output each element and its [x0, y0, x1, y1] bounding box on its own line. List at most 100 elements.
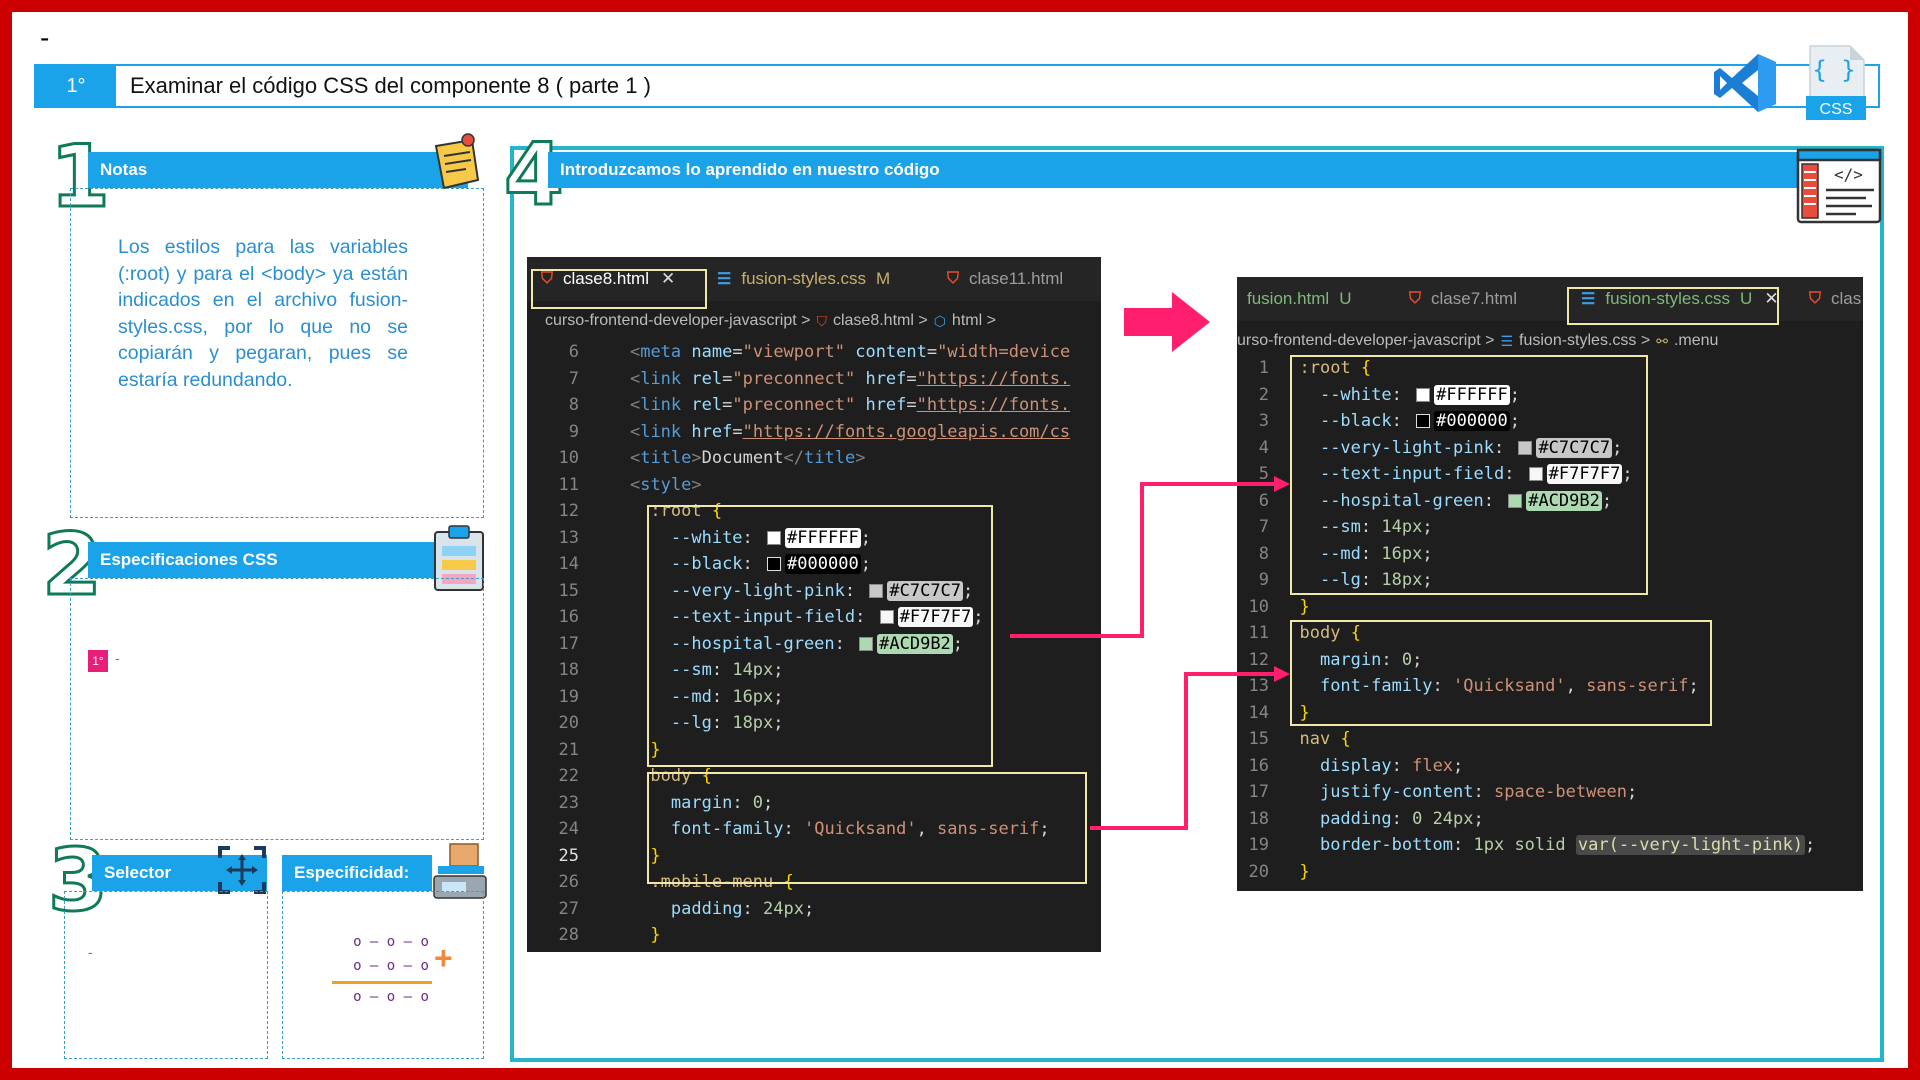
code-line: 17 --hospital-green: #ACD9B2; [558, 633, 964, 654]
html-icon: ⛉ [1809, 290, 1822, 307]
code-line: 7 <link rel="preconnect" href="https://f… [568, 368, 1071, 389]
specificity-row-1: o – o – o [353, 934, 429, 950]
css-icon: ☰ [1500, 332, 1514, 349]
selector-box [64, 891, 268, 1059]
breadcrumb-node[interactable]: html [951, 312, 983, 329]
code-line: 1 :root { [1258, 358, 1372, 378]
code-line: 27 padding: 24px; [558, 898, 815, 919]
code-line: 25 } [558, 845, 661, 866]
element-icon: ⬡ [933, 312, 946, 329]
svg-text:</>: </> [1834, 165, 1863, 184]
code-line: 19 border-bottom: 1px solid var(--very-l… [1248, 835, 1816, 855]
breadcrumb: urso-frontend-developer-javascript >☰ fu… [1237, 329, 1863, 353]
tab-label: clase7.html [1431, 289, 1517, 308]
code-title: Introduzcamos lo aprendido en nuestro có… [560, 160, 940, 179]
code-header: Introduzcamos lo aprendido en nuestro có… [548, 152, 1838, 188]
breadcrumb: curso-frontend-developer-javascript >⛉ c… [527, 309, 1101, 333]
editor-right: fusion.html U ⛉ clase7.html ☰ fusion-sty… [1237, 277, 1863, 891]
code-line: 28 } [558, 925, 661, 945]
tab-fusion-styles[interactable]: ☰ fusion-styles.css U ✕ [1581, 277, 1779, 321]
notes-header: Notas [88, 152, 468, 188]
code-line: 14 --black: #000000; [558, 554, 871, 574]
code-window-icon: </> [1796, 148, 1882, 224]
code-line: 18 padding: 0 24px; [1248, 808, 1484, 829]
css-file-icon: { } CSS [1806, 45, 1866, 120]
tab-status: U [1339, 289, 1352, 308]
code-line: 17 justify-content: space-between; [1248, 782, 1638, 802]
specificity-row-2: o – o – o [353, 958, 429, 974]
css-icon: ☰ [1581, 291, 1596, 308]
breadcrumb-file[interactable]: clase8.html [832, 312, 914, 329]
css-icon: ☰ [717, 271, 732, 288]
tab-clase-partial[interactable]: ⛉ clas [1809, 277, 1861, 321]
right-arrow-icon [1124, 292, 1210, 352]
tab-clase11[interactable]: ⛉ clase11.html [947, 257, 1063, 301]
tab-fusion-html[interactable]: fusion.html U [1247, 277, 1351, 321]
tab-clase8[interactable]: ⛉ clase8.html ✕ [541, 257, 675, 301]
html-icon: ⛉ [1409, 290, 1422, 307]
code-line: 15 --very-light-pink: #C7C7C7; [558, 580, 974, 601]
specs-title: Especificaciones CSS [100, 550, 278, 569]
code-line: 6 --hospital-green: #ACD9B2; [1258, 490, 1613, 511]
body-highlight [1290, 620, 1712, 726]
tab-status: U [1740, 289, 1753, 308]
specificity-header: Especificidad: [282, 855, 432, 891]
tab-label: clas [1831, 289, 1862, 308]
code-line: 22 body { [558, 766, 712, 786]
code-line: 11 <style> [558, 474, 702, 495]
code-line: 16 --text-input-field: #F7F7F7; [558, 607, 984, 627]
specificity-row-3: o – o – o [353, 989, 429, 1005]
code-line: 12 margin: 0; [1248, 649, 1423, 670]
tab-status: M [876, 269, 891, 288]
root-highlight [1290, 355, 1648, 595]
tab-label: clase11.html [969, 269, 1064, 288]
css-icon-braces: { } [1812, 56, 1855, 84]
step-number: 1° [36, 66, 116, 106]
sticky-note-icon [434, 133, 480, 190]
top-dash: - [40, 22, 50, 53]
selector-text: - [88, 944, 93, 960]
editor-left: ⛉ clase8.html ✕ ☰ fusion-styles.css M ⛉ … [527, 257, 1101, 952]
spec-badge-text: - [115, 650, 120, 666]
breadcrumb-folder[interactable]: curso-frontend-developer-javascript [545, 312, 797, 329]
tab-fusion-styles[interactable]: ☰ fusion-styles.css M [717, 257, 890, 301]
selector-title: Selector [104, 863, 172, 882]
notes-text: Los estilos para las variables (:root) y… [118, 236, 408, 391]
code-line: 13 --white: #FFFFFF; [558, 527, 871, 548]
breadcrumb-file[interactable]: fusion-styles.css [1519, 332, 1637, 349]
breadcrumb-node[interactable]: .menu [1673, 332, 1719, 349]
close-icon[interactable]: ✕ [1764, 289, 1779, 308]
active-tab-highlight [1567, 287, 1779, 325]
code-line: 15 nav { [1248, 729, 1351, 749]
close-icon[interactable]: ✕ [661, 269, 676, 288]
active-tab-highlight [531, 269, 707, 309]
tab-clase7[interactable]: ⛉ clase7.html [1409, 277, 1517, 321]
code-line: 23 margin: 0; [558, 792, 774, 813]
code-line: 2 --white: #FFFFFF; [1258, 384, 1520, 405]
slide-title: Examinar el código CSS del componente 8 … [130, 73, 651, 98]
code-line: 13 font-family: 'Quicksand', sans-serif; [1248, 676, 1699, 696]
code-line: 6 <meta name="viewport" content="width=d… [568, 342, 1071, 362]
body-highlight [647, 772, 1087, 884]
code-line: 24 font-family: 'Quicksand', sans-serif; [558, 819, 1050, 839]
css-icon-label: CSS [1820, 101, 1853, 118]
html-icon: ⛉ [816, 312, 827, 329]
spec-badge: 1° [88, 650, 108, 672]
code-line: 20 } [1248, 861, 1310, 882]
code-line: 18 --sm: 14px; [558, 660, 784, 680]
editor-right-tabs: fusion.html U ⛉ clase7.html ☰ fusion-sty… [1237, 277, 1863, 321]
html-icon: ⛉ [541, 270, 554, 287]
tab-label: fusion.html [1247, 289, 1330, 308]
specificity-divider [332, 981, 432, 984]
code-line: 16 display: flex; [1248, 755, 1464, 776]
specificity-box [282, 891, 484, 1059]
tab-label: clase8.html [563, 269, 649, 288]
code-line: 21 } [558, 739, 661, 760]
breadcrumb-folder[interactable]: urso-frontend-developer-javascript [1237, 332, 1481, 349]
code-line: 8 --md: 16px; [1258, 543, 1433, 564]
scale-icon [433, 843, 487, 899]
code-line: 20 --lg: 18px; [558, 713, 784, 733]
code-line: 8 <link rel="preconnect" href="https://f… [568, 395, 1071, 415]
tab-label: fusion-styles.css [1605, 289, 1731, 308]
